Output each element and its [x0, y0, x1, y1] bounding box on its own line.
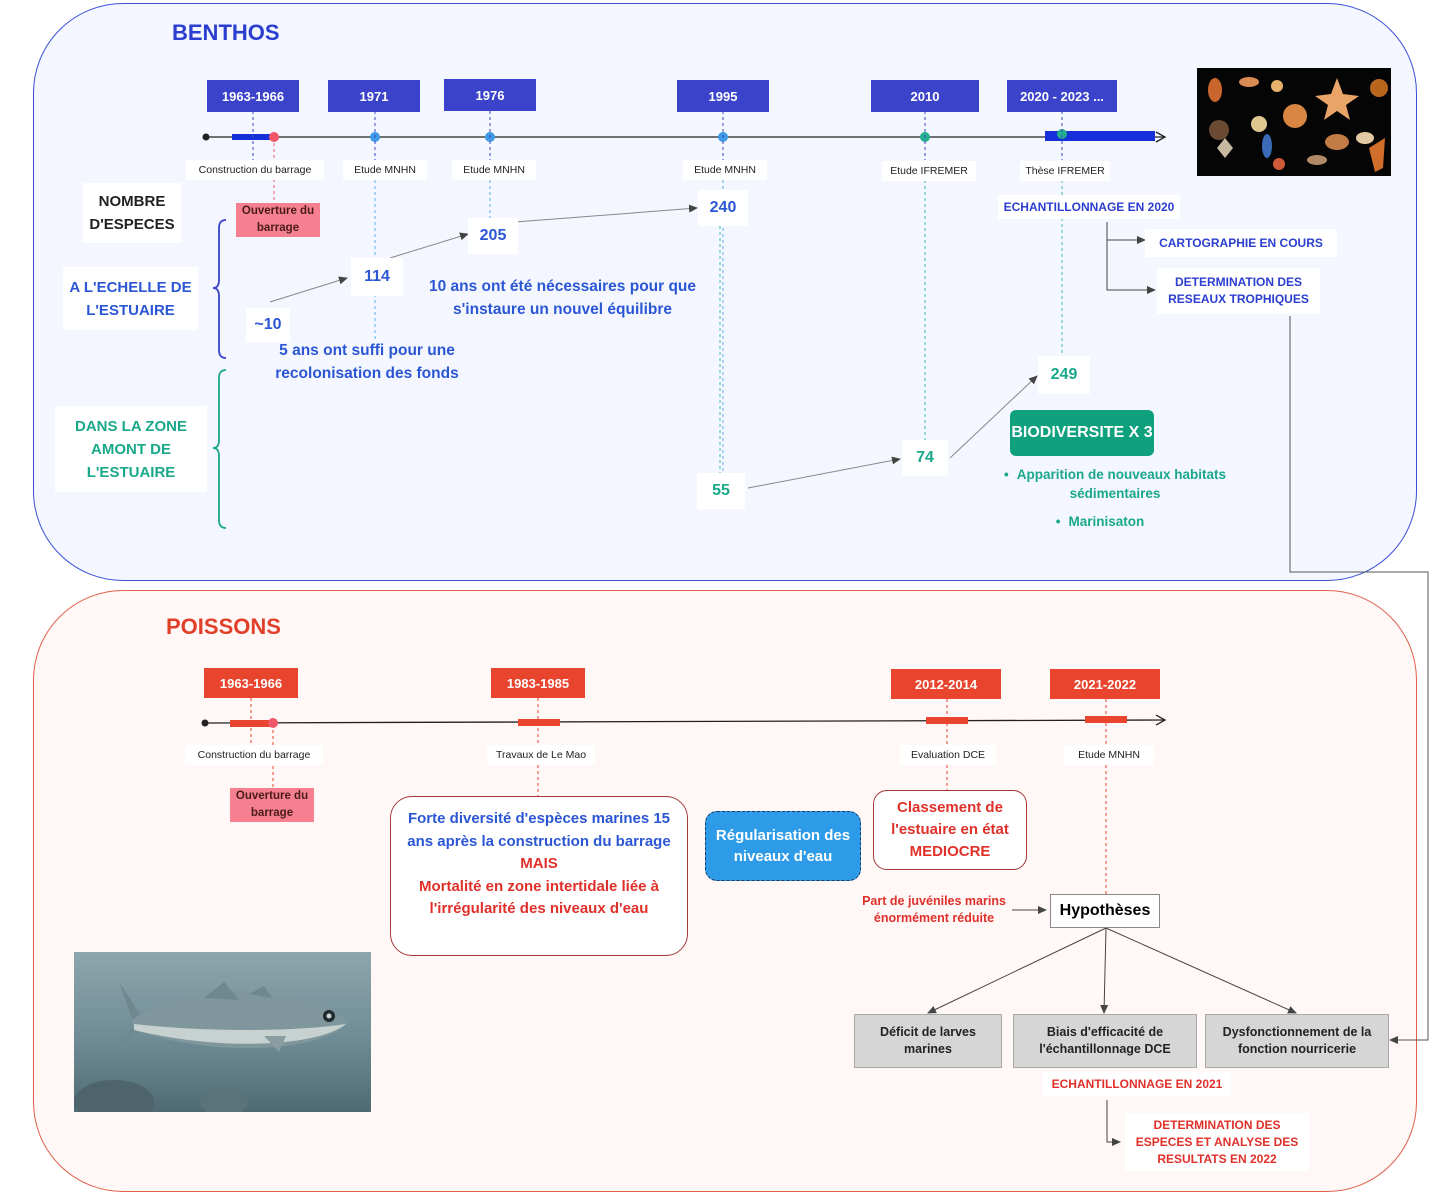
benthos-year-2010: 2010 [871, 80, 979, 112]
poissons-year-1983: 1983-1985 [491, 668, 585, 698]
count-estuaire-1995: 240 [698, 190, 748, 226]
mortalite-text: Mortalité en zone intertidale liée à l'i… [418, 877, 660, 918]
benthos-year-1995: 1995 [677, 80, 769, 112]
cartographie-box: CARTOGRAPHIE EN COURS [1145, 229, 1337, 257]
benthos-title: BENTHOS [172, 20, 280, 45]
poissons-year-2012: 2012-2014 [891, 669, 1001, 699]
bullet-habitats-text: Apparition de nouveaux habitats sédiment… [1016, 467, 1226, 501]
fish-icon [74, 982, 349, 1112]
poissons-label-dce: Evaluation DCE [900, 745, 996, 765]
count-estuaire-1963: ~10 [246, 308, 290, 342]
fish-photo [74, 952, 371, 1112]
poissons-ouverture-badge: Ouverture du barrage [230, 788, 314, 822]
regularisation-box: Régularisation des niveaux d'eau [705, 811, 861, 881]
poissons-year-2021: 2021-2022 [1050, 669, 1160, 699]
count-amont-2020: 249 [1038, 356, 1090, 394]
part-juveniles-text: Part de juvéniles marins énormément rédu… [856, 890, 1012, 930]
benthos-photo [1197, 68, 1391, 176]
echelle-estuaire-label: A L'ECHELLE DE L'ESTUAIRE [63, 267, 198, 330]
bullet-habitats: •Apparition de nouveaux habitats sédimen… [1003, 467, 1226, 501]
zone-amont-label: DANS LA ZONE AMONT DE L'ESTUAIRE [55, 406, 207, 492]
biodiversite-badge: BIODIVERSITE X 3 [1010, 410, 1154, 456]
count-estuaire-1971: 114 [351, 258, 403, 296]
poissons-timeline-axis [204, 714, 1167, 726]
note-10-ans: 10 ans ont été nécessaires pour que s'in… [428, 278, 697, 318]
hypotheses-box: Hypothèses [1050, 894, 1160, 928]
note-5-ans: 5 ans ont suffi pour une recolonisation … [275, 342, 459, 382]
nombre-especes-label: NOMBRE D'ESPECES [83, 183, 181, 243]
benthos-label-2020: Thèse IFREMER [1020, 161, 1110, 181]
benthos-species-icon [1208, 77, 1388, 172]
benthos-label-1971: Etude MNHN [343, 160, 427, 180]
count-amont-2010: 74 [902, 440, 948, 476]
classement-box: Classement de l'estuaire en état MEDIOCR… [873, 790, 1027, 870]
determination-box: DETERMINATION DES ESPECES ET ANALYSE DES… [1125, 1113, 1309, 1171]
mais-text: MAIS [520, 855, 558, 872]
reseaux-trophiques-box: DETERMINATION DES RESEAUX TROPHIQUES [1157, 268, 1320, 314]
benthos-year-1963: 1963-1966 [207, 80, 299, 112]
bullet-marinisation-text: Marinisaton [1068, 514, 1145, 529]
bullet-marinisation: •Marinisaton [1055, 514, 1145, 529]
poissons-label-le-mao: Travaux de Le Mao [487, 745, 595, 765]
hypothese-dysfonctionnement: Dysfonctionnement de la fonction nourric… [1205, 1014, 1389, 1068]
benthos-label-1995: Etude MNHN [683, 160, 767, 180]
poissons-year-1963: 1963-1966 [204, 668, 298, 698]
benthos-label-2010: Etude IFREMER [882, 161, 976, 181]
poissons-title: POISSONS [166, 614, 281, 639]
hypothese-biais-dce: Biais d'efficacité de l'échantillonnage … [1013, 1014, 1197, 1068]
benthos-ouverture-badge: Ouverture du barrage [236, 203, 320, 237]
poissons-label-construction: Construction du barrage [185, 745, 323, 765]
benthos-year-2020: 2020 - 2023 ... [1007, 80, 1117, 112]
poissons-label-mnhn: Etude MNHN [1064, 745, 1154, 765]
forte-diversite-text: Forte diversité d'espèces marines 15 ans… [407, 810, 671, 850]
benthos-year-1971: 1971 [328, 80, 420, 112]
count-amont-1995: 55 [697, 473, 745, 509]
benthos-echantillonnage: ECHANTILLONNAGE EN 2020 [998, 195, 1180, 219]
benthos-label-construction: Construction du barrage [186, 160, 324, 180]
benthos-year-1976: 1976 [444, 79, 536, 111]
poissons-echantillonnage: ECHANTILLONNAGE EN 2021 [1043, 1072, 1231, 1096]
forte-diversite-box: Forte diversité d'espèces marines 15 ans… [390, 796, 688, 956]
count-estuaire-1976: 205 [468, 218, 518, 254]
hypothese-deficit-larves: Déficit de larves marines [854, 1014, 1002, 1068]
benthos-label-1976: Etude MNHN [452, 160, 536, 180]
